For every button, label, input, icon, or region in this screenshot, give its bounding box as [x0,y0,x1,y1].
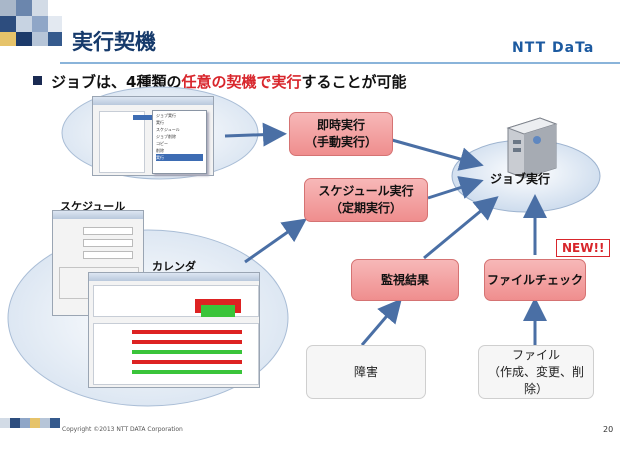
menu-item: 実行 [156,120,164,125]
job-exec-label: ジョブ実行 [490,172,551,186]
page-title: 実行契機 [72,30,156,54]
file-check-box: ファイルチェック [484,259,586,301]
file-event-label: ファイル [511,347,560,362]
calendar-window-screenshot [88,272,260,388]
company-logo: NTT DaTa [512,40,595,56]
context-menu: ジョブ実行 実行 スケジュール ジョブ削除 コピー 削除 実行 [152,110,207,174]
menu-item: ジョブ実行 [156,113,176,118]
failure-box: 障害 [306,345,426,399]
file-check-label: ファイルチェック [486,272,583,287]
schedule-exec-box: スケジュール実行 （定期実行） [304,178,428,222]
arrow-schedule-to-job [427,176,484,200]
arrow-manual [224,122,287,147]
timeline-bar [132,350,242,354]
monitor-result-label: 監視結果 [380,272,429,287]
window-titlebar [89,273,259,281]
footer-band [0,418,60,428]
failure-label: 障害 [353,364,378,379]
window-titlebar [53,211,143,219]
bullet-pre: ジョブは、4種類の [51,73,182,91]
copyright-text: Copyright ©2013 NTT DATA Corporation [62,426,183,433]
timeline-bar [132,360,242,364]
timeline-panel [93,323,259,385]
immediate-exec-box: 即時実行 （手動実行） [289,112,393,156]
calendar-green-block [201,305,235,317]
new-badge: NEW!! [556,239,611,257]
menu-item-highlighted: 実行 [156,154,203,161]
bullet-text: ジョブは、4種類の任意の契機で実行することが可能 [51,71,406,92]
menu-item: 削除 [156,148,164,153]
calendar-label: カレンダ [152,260,196,273]
file-event-box: ファイル （作成、変更、削除） [478,345,594,399]
timeline-bar [132,330,242,334]
page-number: 20 [603,425,614,434]
menu-item: コピー [156,141,168,146]
immediate-exec-label: 即時実行 [316,118,365,132]
server-icon [506,117,558,179]
scheduler-label: スケジュール [60,200,126,213]
schedule-exec-label: スケジュール実行 [318,184,414,198]
field [83,227,133,235]
arrow-schedule [244,218,307,264]
menu-item: スケジュール [156,127,180,132]
file-event-sub: （作成、変更、削除） [487,364,584,396]
schedule-exec-sub: （定期実行） [329,201,402,215]
tree-pane [99,111,145,173]
timeline-bar [132,370,242,374]
bullet-highlight: 任意の契機で実行 [181,73,302,91]
field [83,251,133,259]
arrow-monitor-to-job [423,196,499,260]
title-band [0,0,62,46]
selected-node [133,115,163,120]
timeline-bar [132,340,242,344]
arrow-immediate-to-job [391,138,484,171]
field [83,239,133,247]
bullet-post: することが可能 [301,73,407,91]
menu-item: ジョブ削除 [156,134,176,139]
window-titlebar [93,97,213,105]
monitor-result-box: 監視結果 [351,259,459,301]
arrow-failure-to-monitor [360,298,402,346]
immediate-exec-sub: （手動実行） [304,135,377,149]
title-rule [60,62,620,64]
bullet-icon [33,76,42,85]
